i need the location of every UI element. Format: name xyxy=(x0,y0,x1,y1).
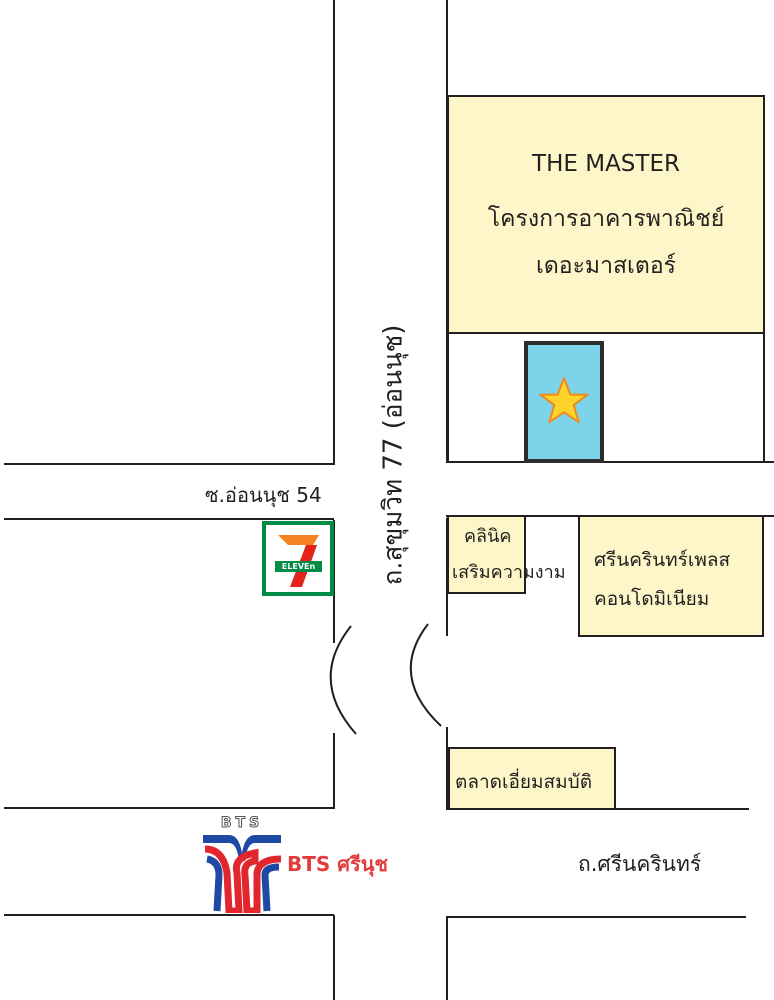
soi-top-edge xyxy=(4,463,334,465)
clinic-label-line2: เสริมความงาม xyxy=(452,562,566,583)
srinakarin-line1: ศรีนครินทร์เพลส xyxy=(594,549,731,571)
main-road-label: ถ.สุขุมวิท 77 (อ่อนนุช) xyxy=(378,324,409,586)
srinakarin-line2: คอนโดมิเนียม xyxy=(594,588,710,610)
cross-road-top-left xyxy=(4,807,334,809)
the-master-building: THE MASTER โครงการอาคารพาณิชย์ เดอะมาสเต… xyxy=(447,95,765,334)
clinic-label-line1: คลินิค xyxy=(464,526,512,547)
bts-logo-text: BTS xyxy=(220,815,264,832)
main-road-left-edge-low xyxy=(333,733,335,809)
main-road-left-edge-top xyxy=(333,0,335,465)
main-road-left-edge-mid xyxy=(333,520,335,643)
main-road-left-edge-bottom xyxy=(333,915,335,1000)
market-label: ตลาดเอี่ยมสมบัติ xyxy=(455,771,593,793)
soi-label: ซ.อ่อนนุช 54 xyxy=(205,483,322,507)
target-location-marker[interactable] xyxy=(524,341,604,463)
master-name-th-line1: โครงการอาคารพาณิชย์ xyxy=(487,206,725,232)
main-road-right-edge-low xyxy=(446,727,448,810)
cross-road-label: ถ.ศรีนครินทร์ xyxy=(578,852,702,876)
building-outline xyxy=(447,334,765,463)
market-box: ตลาดเอี่ยมสมบัติ xyxy=(448,747,616,810)
cross-road-bottom-left xyxy=(4,914,334,916)
master-name-en: THE MASTER xyxy=(532,151,680,177)
seven-eleven-logo-text: ELEVEn xyxy=(281,562,316,571)
srinakarin-place-condo: ศรีนครินทร์เพลส คอนโดมิเนียม xyxy=(578,515,764,637)
soi-bottom-edge xyxy=(4,518,334,520)
bts-logo: BTS xyxy=(199,813,285,913)
main-road-right-edge-bottom xyxy=(446,917,448,1000)
cross-road-bottom-right xyxy=(446,916,746,918)
bts-station-label: BTS ศรีนุช xyxy=(287,852,388,876)
clinic-box xyxy=(447,515,526,594)
seven-eleven-logo: ELEVEn xyxy=(262,521,334,596)
master-name-th-line2: เดอะมาสเตอร์ xyxy=(535,253,677,279)
star-icon xyxy=(539,377,589,424)
